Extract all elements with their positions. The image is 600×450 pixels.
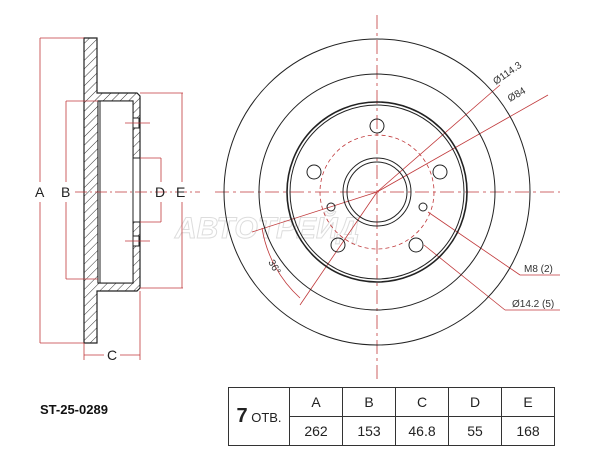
header-c: C: [395, 387, 449, 417]
dim-label-b: B: [61, 184, 70, 200]
angle-label: 36°: [265, 258, 282, 277]
dim-label-e: E: [176, 184, 185, 200]
value-a: 262: [289, 416, 343, 446]
part-number: ST-25-0289: [40, 402, 108, 417]
header-a: A: [289, 387, 343, 417]
dim-label-d: D: [155, 184, 165, 200]
value-d: 55: [448, 416, 502, 446]
holes-count: 7: [236, 405, 248, 427]
value-e: 168: [501, 416, 555, 446]
header-b: B: [342, 387, 396, 417]
pcd-label: Ø114.3: [491, 60, 524, 88]
front-view: Ø114.3 Ø84 36° M8 (2) Ø14.2 (5): [215, 15, 560, 380]
header-e: E: [501, 387, 555, 417]
hole-diameter-label: Ø14.2 (5): [512, 299, 554, 310]
holes-count-cell: 7 ОТВ.: [228, 387, 290, 446]
dim-label-c: C: [107, 347, 117, 363]
header-d: D: [448, 387, 502, 417]
dim-label-a: A: [35, 184, 45, 200]
value-c: 46.8: [395, 416, 449, 446]
thread-label: M8 (2): [524, 264, 553, 275]
bore-label: Ø84: [506, 85, 528, 104]
holes-label: ОТВ.: [251, 410, 282, 425]
side-view: A B D E C: [35, 37, 200, 363]
value-b: 153: [342, 416, 396, 446]
dimensions-table: 7 ОТВ. A B C D E 262 153 46.8 55 168: [228, 387, 555, 446]
